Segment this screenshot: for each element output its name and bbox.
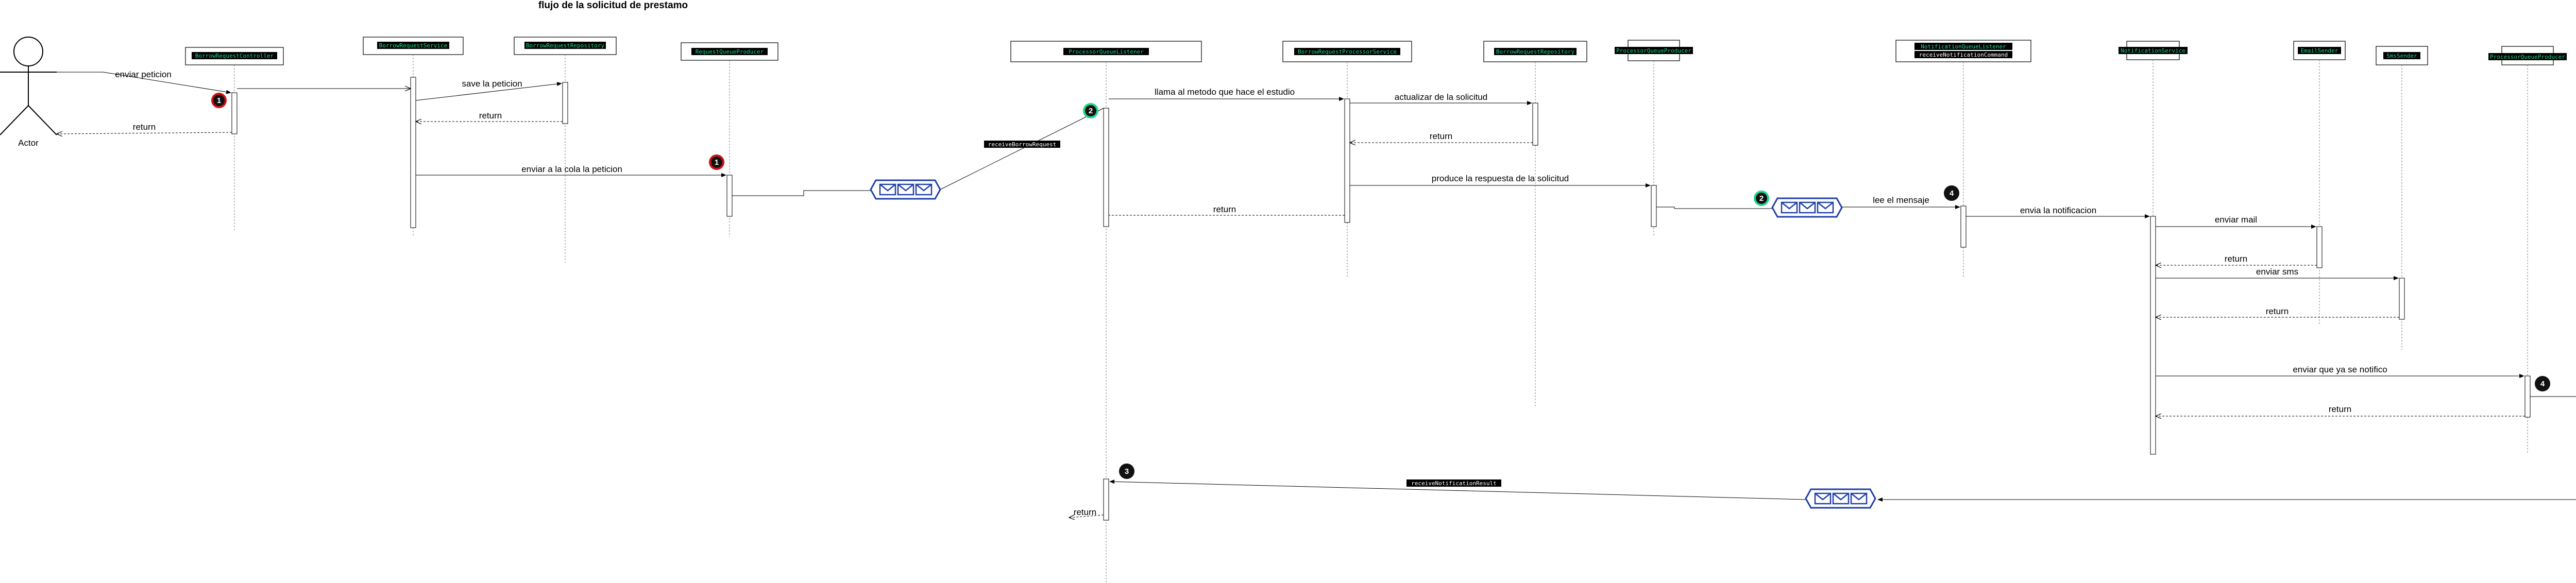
envelope-icon [1814,492,1832,505]
participant-names: BorrowRequestController BorrowRequestSer… [192,42,2567,60]
msg-produce-la-respuesta: produce la respuesta de la solicitud [1432,174,1569,183]
msg-enviar-a-la-cola: enviar a la cola la peticion [521,164,622,174]
message-lines [57,72,2576,518]
message-queue-icon [1771,197,1843,218]
participant-borrow-request-controller: BorrowRequestController [195,53,274,59]
badge-4: 4 [1950,189,1954,198]
msg-return: return [2329,404,2351,414]
msg-return: return [1430,131,1452,141]
participant-request-queue-producer: RequestQueueProducer [696,48,764,55]
envelope-icon [897,183,914,196]
envelope-icon [1832,492,1850,505]
message-queue-icon [870,179,941,200]
msg-return: return [479,111,502,121]
participant-subtitle: receiveNotificationCommand [1919,52,2008,58]
actor-icon [0,37,57,135]
envelope-icon [915,183,933,196]
msg-enviar-que-ya-se-notifico: enviar que ya se notifico [2293,365,2387,374]
step-badges: 1 1 2 2 4 4 3 [211,93,2550,479]
envelope-icon [1817,201,1834,214]
participant-processor-queue-listener: ProcessorQueueListener [1069,48,1144,55]
participant-notification-service: NotificationService [2121,47,2185,54]
actor-label: Actor [18,138,39,148]
participant-sms-sender: SmsSender [2386,53,2417,59]
msg-enviar-mail: enviar mail [2215,215,2257,225]
message-queues [870,179,1876,509]
participant-email-sender: EmailSender [2301,47,2338,54]
participant-notification-queue-listener: NotificationQueueListener [1921,43,2006,50]
msg-llama-al-metodo: llama al metodo que hace el estudio [1155,87,1295,97]
envelope-icon [1850,492,1868,505]
msg-enviar-sms: enviar sms [2256,267,2298,277]
badge-2: 2 [1089,107,1093,115]
envelope-icon [879,183,896,196]
msg-return: return [133,122,156,132]
msg-return: return [1074,507,1096,517]
participant-processor-queue-producer-2: ProcessorQueueProducer [2490,54,2565,60]
envelope-icon [1799,201,1816,214]
msg-return: return [2225,254,2247,264]
participant-borrow-request-service: BorrowRequestService [379,42,447,49]
msg-save-la-peticion: save la peticion [462,79,522,89]
participant-borrow-request-repository: BorrowRequestRepository [526,42,605,49]
msg-lee-el-mensaje: lee el mensaje [1873,195,1929,205]
participant-processor-queue-producer: ProcessorQueueProducer [1616,47,1691,54]
msg-envia-la-notificacion: envia la notificacion [2020,205,2096,215]
message-queue-icon [1805,488,1876,509]
lifelines [234,55,2528,583]
badge-4: 4 [2540,380,2545,388]
message-labels: enviar peticion return save la peticion … [115,70,2387,517]
method-receive-borrow-request: receiveBorrowRequest [988,141,1056,148]
badge-1: 1 [715,158,719,167]
participant-borrow-request-processor-service: BorrowRequestProcessorService [1298,48,1397,55]
msg-return: return [1213,204,1236,214]
msg-actualizar-solicitud: actualizar de la solicitud [1395,92,1487,102]
badge-3: 3 [1125,467,1129,476]
msg-return: return [2266,306,2289,316]
badge-2: 2 [1759,194,1764,203]
activations [231,77,2531,521]
participant-borrow-request-repository-2: BorrowRequestRepository [1496,48,1575,55]
msg-enviar-peticion: enviar peticion [115,70,172,79]
diagram-title: flujo de la solicitud de prestamo [538,0,688,11]
badge-1: 1 [217,96,221,105]
envelope-icon [1781,201,1798,214]
method-receive-notification-result: receiveNotificationResult [1411,480,1497,487]
